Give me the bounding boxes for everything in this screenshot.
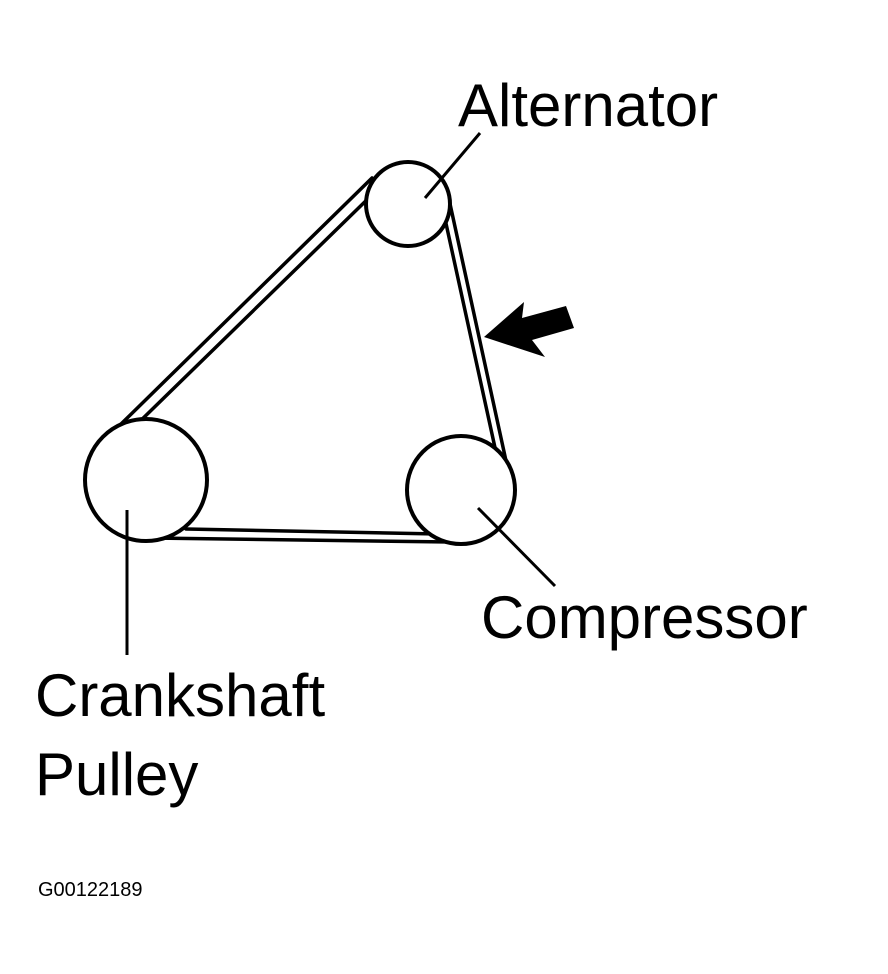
crankshaft-label-line1: Crankshaft — [35, 662, 326, 729]
drive-belt — [118, 176, 510, 544]
crankshaft-pulley — [83, 417, 209, 543]
figure-code: G00122189 — [38, 879, 143, 901]
alternator-leader — [423, 132, 482, 199]
alternator-label: Alternator — [458, 72, 719, 139]
compressor-label: Compressor — [481, 584, 808, 651]
compressor-leader — [476, 506, 557, 588]
alternator-pulley — [364, 160, 452, 248]
leader-lines — [125, 132, 557, 655]
crankshaft-label-line2: Pulley — [35, 741, 199, 808]
arrow-icon — [484, 302, 574, 357]
